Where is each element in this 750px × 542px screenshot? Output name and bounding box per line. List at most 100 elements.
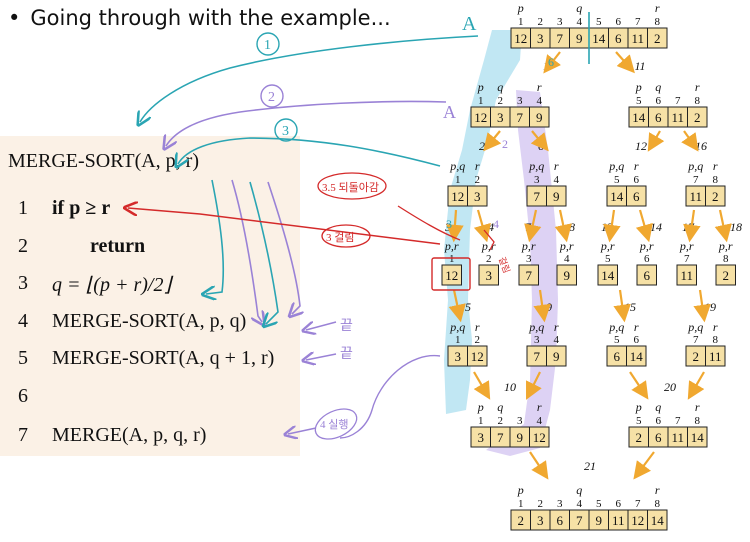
level2-3-index-2: 6 [634,174,640,186]
line-number-4: 4 [18,310,28,332]
level2-1-value-2: 3 [474,189,481,204]
leaf-4-cell-1 [556,264,577,286]
merged-pair-3-value-1: 6 [614,349,621,364]
code-line-3: q = ⌊(p + r)/2⌋ [52,274,172,296]
note-3: 3 걸림 [326,231,355,244]
arrow-merge-20b [687,371,705,400]
merged-pair-3-label-pq: p,q [608,320,624,334]
merged-half-1-cell-4 [529,426,550,448]
root-label-q: q [576,1,582,15]
leaf-7-index: 7 [684,253,690,265]
level1-2-label-p: p [635,80,642,94]
root-index-1: 1 [518,16,524,28]
merged-half-1-label-r: r [537,400,542,414]
merged-half-2-index-3: 7 [675,415,681,427]
root-cell-8 [647,27,668,49]
pseudocode-title: MERGE-SORT(A, p, r) [8,150,200,172]
step-number-5: 5 [465,300,471,314]
note-exec: 4 실행 [320,418,349,431]
line-number-6: 6 [18,385,28,407]
merged-pair-1-cell-2 [467,345,488,367]
final-index-8: 8 [655,498,661,510]
final-label-r: r [655,483,660,497]
level2-3-value-2: 6 [633,189,640,204]
arrow-merge-10b [526,371,542,400]
level1-1-value-4: 9 [536,110,543,125]
level2-3-cell-2 [626,185,647,207]
merged-half-1-value-4: 12 [533,430,546,445]
merged-half-1-value-2: 7 [497,430,504,445]
root-value-2: 3 [537,31,544,46]
merged-pair-2-label-r: r [554,320,559,334]
leaf-8-cell-1 [715,264,736,286]
step-number-15: 15 [624,300,636,314]
root-index-6: 6 [616,16,622,28]
arrow-merge-10a [473,371,491,400]
note-reject: 걸림 [497,255,513,274]
final-index-5: 5 [596,498,602,510]
leaf-6-value-1: 6 [644,268,651,283]
root-index-3: 3 [557,16,563,28]
final-index-3: 3 [557,498,563,510]
arrow-step-1 [543,51,562,74]
leaf-6-label-pr: p,r [639,239,654,253]
level2-4-value-2: 2 [712,189,719,204]
final-value-2: 3 [537,513,544,528]
arrow-merge-21b [633,451,655,480]
step-number-11: 11 [634,59,645,73]
root-label-r: r [655,1,660,15]
red-small-arrow [483,229,495,251]
purple-loop-line4a [231,179,262,322]
merged-pair-1-value-2: 12 [471,349,484,364]
code-line-1: if p ≥ r [52,197,111,219]
level1-2-value-2: 6 [655,110,662,125]
exec-circle-icon [314,408,358,440]
arrow-step-6 [530,130,549,152]
merged-half-1-value-1: 3 [478,430,485,445]
leaf-8-value-1: 2 [723,268,730,283]
level2-2-value-1: 7 [534,189,541,204]
merged-half-1-index-1: 1 [478,415,484,427]
purple-loop-line5 [267,181,300,314]
level1-2-value-4: 2 [694,110,701,125]
level1-2-index-2: 6 [656,95,662,107]
code-line-4: MERGE-SORT(A, p, q) [52,310,247,332]
end-arrow-2 [306,354,337,360]
step-number-2: 2 [479,139,485,153]
merged-half-2-value-3: 11 [671,430,684,445]
final-value-3: 6 [557,513,564,528]
root-index-4: 4 [577,16,583,28]
leaf-7-cell-1 [676,264,697,286]
level1-2-cell-4 [687,106,708,128]
merged-half-2-value-1: 2 [636,430,643,445]
final-value-4: 7 [576,513,583,528]
level2-3-value-1: 14 [610,189,624,204]
level2-1-index-1: 1 [455,174,461,186]
leaf-8-label-pr: p,r [718,239,733,253]
arrow-step-9 [533,289,551,323]
arrow-leaf-6 [635,209,653,243]
leaf-2-index: 2 [486,253,492,265]
root-value-1: 12 [514,31,527,46]
level1-1-cell-4 [529,106,550,128]
merged-pair-1-value-1: 3 [455,349,462,364]
merged-pair-3-cell-2 [626,345,647,367]
line-number-7: 7 [18,424,28,446]
root-index-8: 8 [655,16,661,28]
level1-2-value-1: 14 [632,110,646,125]
merged-pair-4-value-2: 11 [709,349,722,364]
bullet-dot-icon: • [8,6,21,30]
letter-a-top: A [462,13,477,35]
merged-pair-2-value-2: 9 [553,349,560,364]
level1-1-index-1: 1 [478,95,484,107]
final-cell-8 [647,509,668,531]
arrow-leaf-7 [683,209,701,243]
circle-1-icon [256,32,280,56]
final-value-5: 9 [596,513,603,528]
bullet-text: Going through with the example... [30,6,391,30]
root-index-7: 7 [635,16,641,28]
level2-4-label-r: r [713,159,718,173]
level2-4-label-pq: p,q [687,159,703,173]
note-end-1: 끝 [340,319,353,334]
